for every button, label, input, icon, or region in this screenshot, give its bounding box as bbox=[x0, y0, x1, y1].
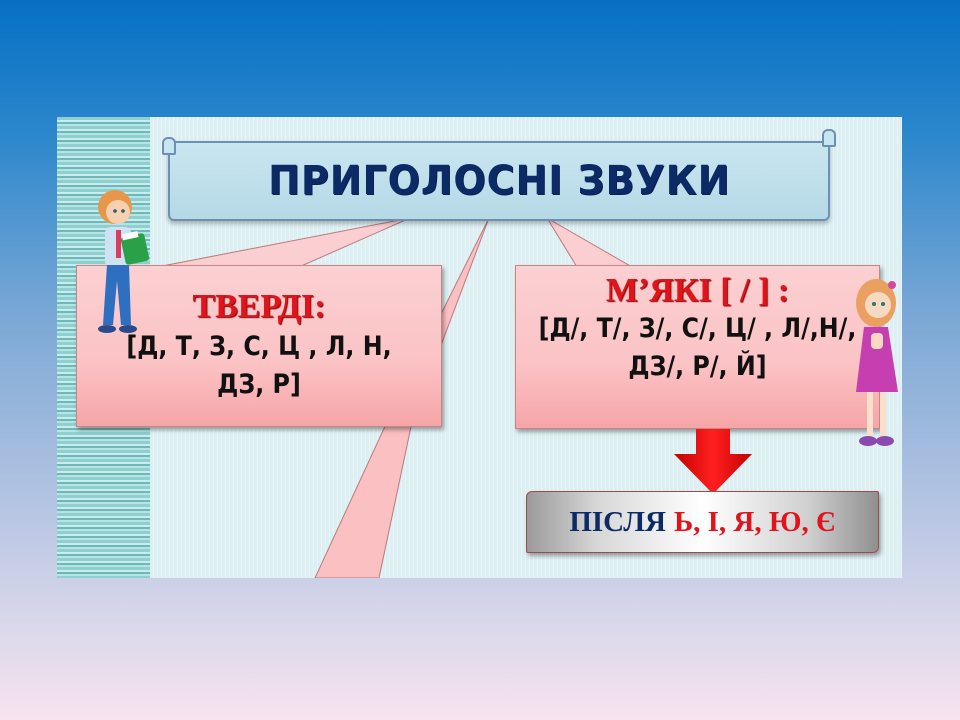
girl-illustration bbox=[856, 279, 898, 446]
soft-consonants-box: М’ЯКІ [ / ] : [Д/, Т/, З/, С/, Ц/ , Л/,Н… bbox=[515, 265, 880, 429]
slide-panel: ПРИГОЛОСНІ ЗВУКИ ТВЕРДІ: [Д, Т, З, С, Ц … bbox=[57, 117, 902, 578]
title-banner: ПРИГОЛОСНІ ЗВУКИ bbox=[162, 129, 836, 221]
hard-consonants-box: ТВЕРДІ: [Д, Т, З, С, Ц , Л, Н, ДЗ, Р] bbox=[76, 265, 442, 427]
soft-heading: М’ЯКІ [ / ] : bbox=[605, 272, 790, 309]
after-prefix: ПІСЛЯ bbox=[569, 505, 666, 538]
hard-letters: [Д, Т, З, С, Ц , Л, Н, ДЗ, Р] bbox=[126, 331, 392, 400]
down-arrow-icon bbox=[674, 429, 752, 494]
boy-illustration bbox=[98, 190, 150, 333]
hard-heading: ТВЕРДІ: bbox=[192, 288, 326, 325]
after-letters: Ь, І, Я, Ю, Є bbox=[673, 505, 836, 538]
soft-letters-line2: ДЗ/, Р/, Й] bbox=[628, 351, 767, 382]
after-letters-box: ПІСЛЯ Ь, І, Я, Ю, Є bbox=[526, 491, 879, 553]
slide-title: ПРИГОЛОСНІ ЗВУКИ bbox=[267, 158, 731, 204]
soft-letters-line1: [Д/, Т/, З/, С/, Ц/ , Л/,Н/, bbox=[538, 313, 857, 344]
